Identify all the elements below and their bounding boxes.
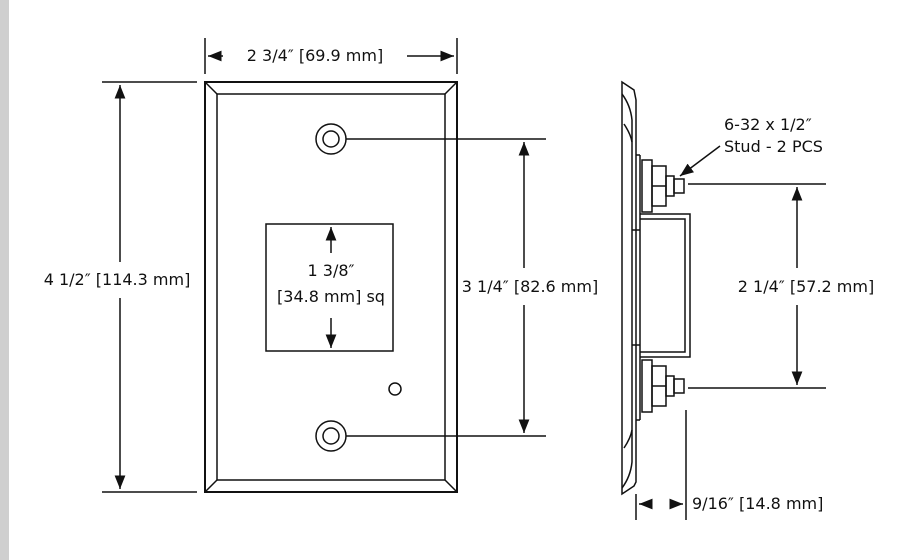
front-stud-spacing-label: 3 1/4″ [82.6 mm] — [462, 277, 598, 296]
stud-callout-line2: Stud - 2 PCS — [724, 137, 823, 156]
small-hole — [388, 382, 402, 396]
width-dimension — [204, 38, 458, 74]
height-label: 4 1/2″ [114.3 mm] — [44, 270, 191, 289]
window-label-line1: 1 3/8″ — [308, 261, 355, 280]
bottom-screw-icon — [315, 420, 347, 452]
front-view — [204, 81, 458, 493]
depth-label: 9/16″ [14.8 mm] — [692, 494, 823, 513]
stud-leader-line — [679, 145, 721, 177]
stud-callout-line1: 6-32 x 1/2″ — [724, 115, 812, 134]
depth-dimension — [635, 410, 687, 520]
window-label-line2: [34.8 mm] sq — [277, 287, 385, 306]
square-window — [265, 223, 394, 352]
side-stud-spacing-label: 2 1/4″ [57.2 mm] — [738, 277, 874, 296]
upper-stud-icon — [641, 159, 685, 213]
lower-stud-icon — [641, 359, 685, 413]
left-margin-strip — [0, 0, 9, 560]
plate-outline — [204, 81, 458, 493]
plate-bevel — [216, 93, 446, 481]
mounting-bracket — [640, 213, 691, 358]
side-view — [621, 80, 691, 496]
top-screw-icon — [315, 123, 347, 155]
plate-profile — [621, 80, 637, 496]
front-stud-spacing-dimension — [346, 138, 546, 437]
side-stud-spacing-dimension — [688, 183, 826, 389]
height-dimension — [102, 81, 197, 493]
width-label: 2 3/4″ [69.9 mm] — [247, 46, 383, 65]
